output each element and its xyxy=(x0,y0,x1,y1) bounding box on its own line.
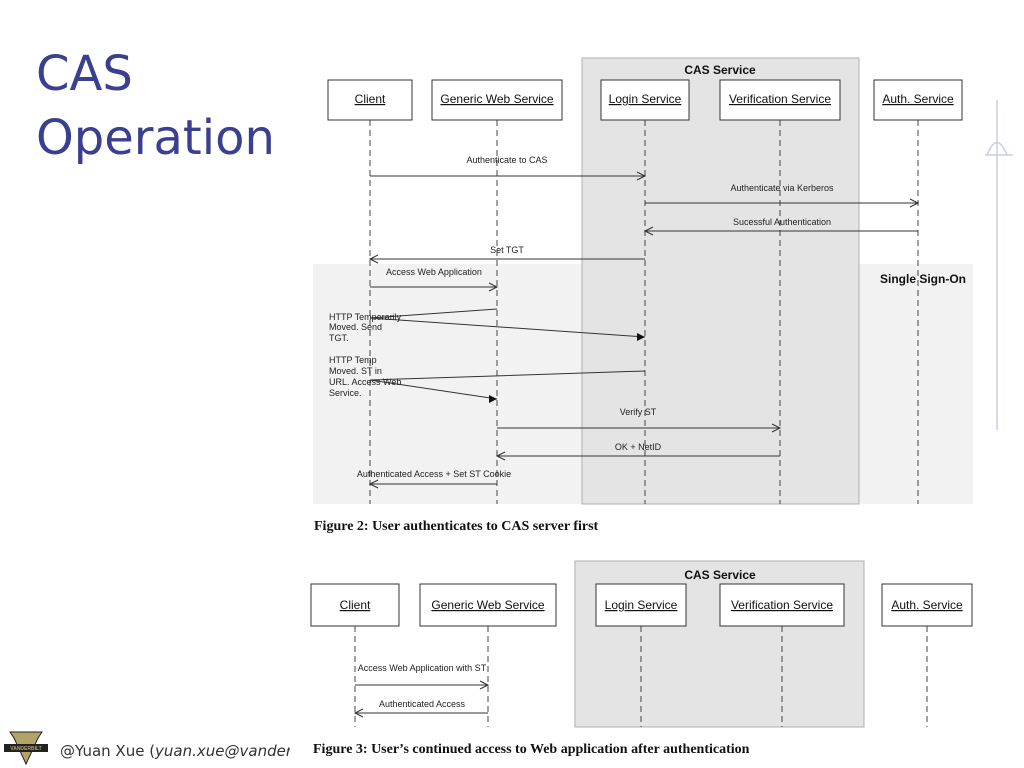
msg-label-http-temp-st-1: HTTP Temp xyxy=(329,355,377,365)
lifelines xyxy=(369,120,919,504)
fig3-actor-auth-service-label: Auth. Service xyxy=(891,598,963,612)
logo-text: VANDERBILT xyxy=(10,746,41,752)
fig3-actor-verification-service-label: Verification Service xyxy=(731,598,833,612)
actor-generic-web-service: Generic Web Service xyxy=(431,79,563,121)
msg-label-authenticated-access-cookie: Authenticated Access + Set ST Cookie xyxy=(357,469,511,479)
figure2-caption: Figure 2: User authenticates to CAS serv… xyxy=(314,519,599,534)
actor-auth-service: Auth. Service xyxy=(873,79,963,121)
actor-verification-service: Verification Service xyxy=(719,79,841,121)
msg-label-successful-auth: Sucessful Authentication xyxy=(733,217,831,227)
figure3-diagram: CAS Service Client Generic Web Service L… xyxy=(310,560,973,757)
actor-client: Client xyxy=(327,79,413,121)
footer: @Yuan Xue (yuan.xue@vander xyxy=(60,742,290,760)
cas-service-label: CAS Service xyxy=(684,63,756,77)
slide-title-line2: Operation xyxy=(36,110,275,166)
msg-label-http-temp-st-2: Moved. ST in xyxy=(329,366,382,376)
figure3-caption: Figure 3: User’s continued access to Web… xyxy=(313,742,750,757)
fig3-actor-generic-web-service-label: Generic Web Service xyxy=(431,598,544,612)
msg-label-authenticate-to-cas: Authenticate to CAS xyxy=(466,155,547,165)
fig3-msg-label-authenticated-access: Authenticated Access xyxy=(379,699,466,709)
slide-title: CAS Operation xyxy=(36,42,278,170)
fig3-lifelines xyxy=(354,626,928,727)
fig3-actor-login-service: Login Service xyxy=(595,583,687,627)
msg-label-authenticate-kerberos: Authenticate via Kerberos xyxy=(730,183,834,193)
actor-auth-service-label: Auth. Service xyxy=(882,92,954,106)
footer-email: yuan.xue@vander xyxy=(155,742,290,760)
decorative-line xyxy=(985,100,1013,430)
msg-label-access-web-app: Access Web Application xyxy=(386,267,482,277)
msg-http-temp-moved-tgt xyxy=(369,308,646,338)
msg-label-http-temp-st-3: URL. Access Web xyxy=(329,377,401,387)
fig3-actor-generic-web-service: Generic Web Service xyxy=(419,583,557,627)
sso-label: Single Sign-On xyxy=(880,272,966,286)
fig3-actor-client-label: Client xyxy=(340,598,371,612)
msg-label-http-temp-moved-2: Moved. Send xyxy=(329,322,382,332)
footer-author: @Yuan Xue ( xyxy=(60,742,156,760)
cas-service-label-2: CAS Service xyxy=(684,568,756,582)
actor-login-service-label: Login Service xyxy=(609,92,682,106)
fig3-actor-verification-service: Verification Service xyxy=(719,583,845,627)
msg-label-ok-netid: OK + NetID xyxy=(615,442,662,452)
msg-label-http-temp-moved-3: TGT. xyxy=(329,333,349,343)
fig3-actor-auth-service: Auth. Service xyxy=(881,583,973,627)
vanderbilt-logo: VANDERBILT xyxy=(4,731,48,766)
msg-label-verify-st: Verify ST xyxy=(620,407,657,417)
title-clip: CAS Operation xyxy=(0,0,278,200)
fig3-actor-client: Client xyxy=(310,583,400,627)
fig3-msg-label-access-with-st: Access Web Application with ST xyxy=(358,663,487,673)
msg-http-temp-moved-st xyxy=(369,370,646,400)
msg-label-http-temp-moved-1: HTTP Temporarily xyxy=(329,312,402,322)
msg-label-http-temp-st-4: Service. xyxy=(329,388,362,398)
actor-verification-service-label: Verification Service xyxy=(729,92,831,106)
slide-title-line1: CAS xyxy=(36,46,133,102)
msg-label-set-tgt: Set TGT xyxy=(490,245,524,255)
actor-login-service: Login Service xyxy=(600,79,690,121)
figure2-diagram: CAS Service Single Sign-On Client Generi… xyxy=(313,57,973,534)
fig3-actor-login-service-label: Login Service xyxy=(605,598,678,612)
actor-client-label: Client xyxy=(355,92,386,106)
actor-generic-web-service-label: Generic Web Service xyxy=(440,92,553,106)
cas-service-group xyxy=(581,57,860,505)
